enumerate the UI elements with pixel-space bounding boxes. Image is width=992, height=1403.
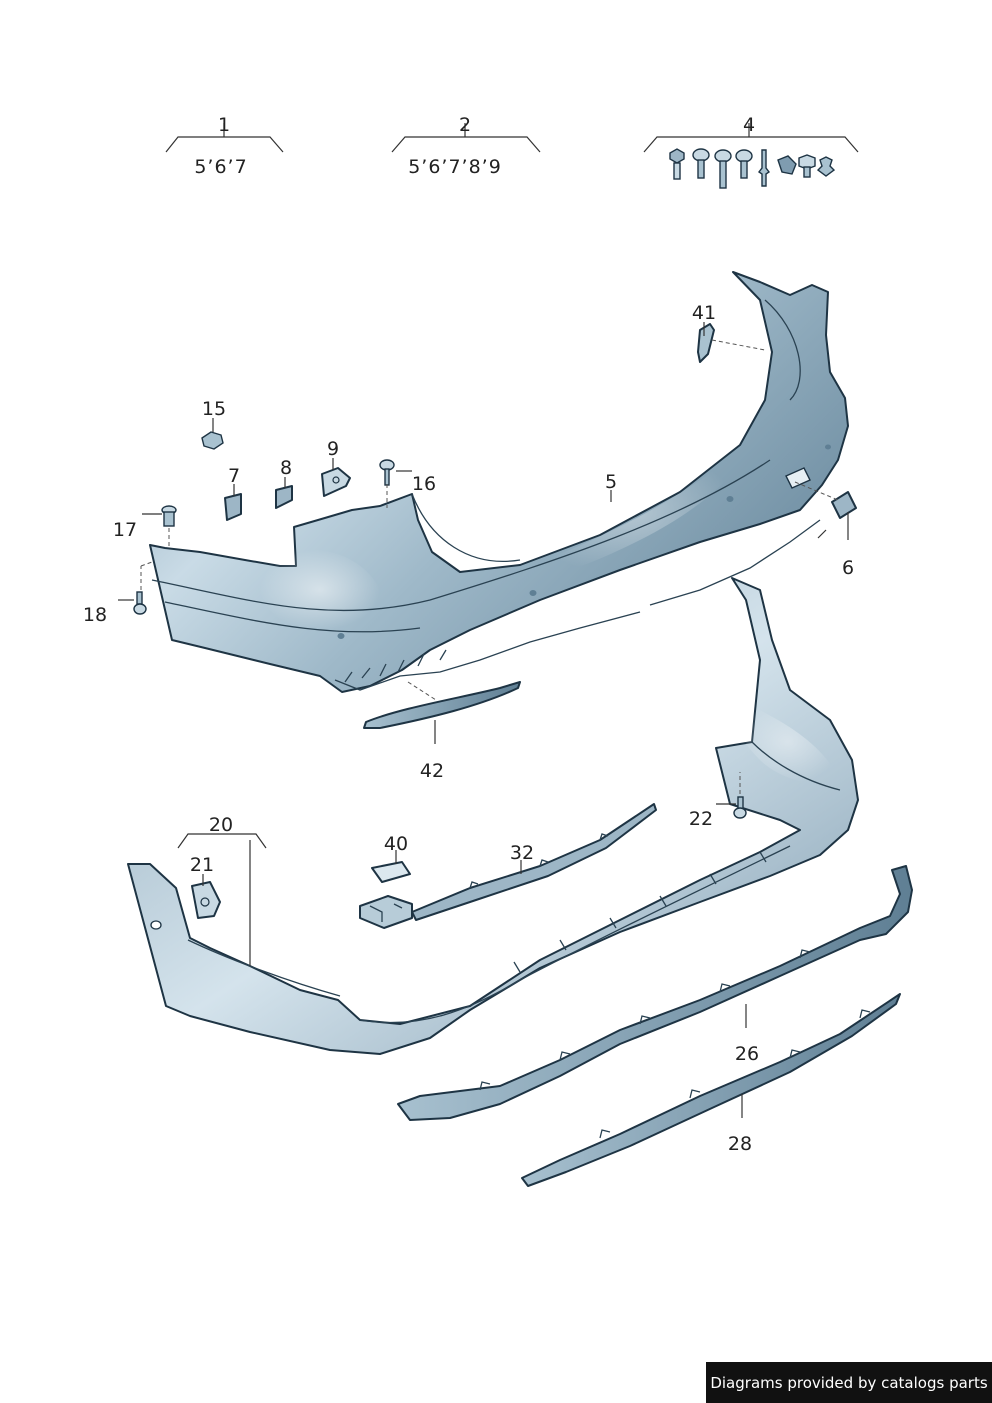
callout-26: 26: [735, 1043, 759, 1065]
callout-20: 20: [209, 814, 233, 836]
nut-icon: [798, 154, 816, 178]
callout-16: 16: [412, 473, 436, 495]
callout-7: 7: [228, 465, 240, 487]
tow-cover-6: [817, 491, 857, 539]
group-1-number: 1: [218, 114, 230, 136]
group-1: 1 5’6’7: [165, 114, 284, 178]
bracket-9: [321, 467, 351, 497]
side-bracket: [191, 881, 221, 919]
callout-6: 6: [842, 557, 854, 579]
screw-icon: [735, 149, 753, 179]
bracket-41: [697, 323, 715, 363]
group-4-number: 4: [743, 114, 755, 136]
pin-icon: [757, 149, 771, 187]
lower-trim-strip: [397, 865, 913, 1121]
callout-22: 22: [689, 808, 713, 830]
callout-42: 42: [420, 760, 444, 782]
screw-16: [379, 459, 395, 486]
footer-banner: Diagrams provided by catalogs parts: [706, 1362, 992, 1403]
callout-41: 41: [692, 302, 716, 324]
callout-28: 28: [728, 1133, 752, 1155]
screw-icon: [714, 149, 732, 189]
group-1-sub-numbers: 5’6’7: [194, 156, 247, 178]
group-2: 2 5’6’7’8’9: [391, 114, 541, 178]
clip-icon: [777, 155, 797, 175]
lower-strip: [521, 993, 901, 1187]
lower-diffuser: [127, 577, 859, 1055]
bolt-17: [161, 505, 177, 527]
callout-17: 17: [113, 519, 137, 541]
bracket-holder: [359, 861, 413, 929]
callout-9: 9: [327, 438, 339, 460]
callout-21: 21: [190, 854, 214, 876]
cover-cap-8: [275, 485, 293, 509]
callout-18: 18: [83, 604, 107, 626]
footer-text: Diagrams provided by catalogs parts: [710, 1373, 988, 1392]
group-4: 4: [643, 114, 859, 189]
bolt-icon: [669, 148, 685, 180]
cover-cap-7: [224, 493, 242, 521]
callout-40: 40: [384, 833, 408, 855]
group-2-sub-numbers: 5’6’7’8’9: [408, 156, 502, 178]
clip-15: [201, 431, 224, 450]
screw-icon: [692, 148, 710, 179]
group-2-number: 2: [459, 114, 471, 136]
callout-labels: 41 15 9 7 8 16 5 17 6 18 42 22 20 40 32 …: [83, 302, 854, 1155]
mounting-bracket: [411, 803, 657, 921]
callout-32: 32: [510, 842, 534, 864]
clip-icon: [816, 156, 836, 177]
bolt-18: [133, 591, 147, 615]
callout-8: 8: [280, 457, 292, 479]
callout-15: 15: [202, 398, 226, 420]
screw-22: [733, 796, 747, 819]
reflector-strip: [363, 681, 521, 729]
rear-bumper-cover: [149, 271, 849, 693]
leader-lines: [118, 322, 849, 1118]
callout-5: 5: [605, 471, 617, 493]
